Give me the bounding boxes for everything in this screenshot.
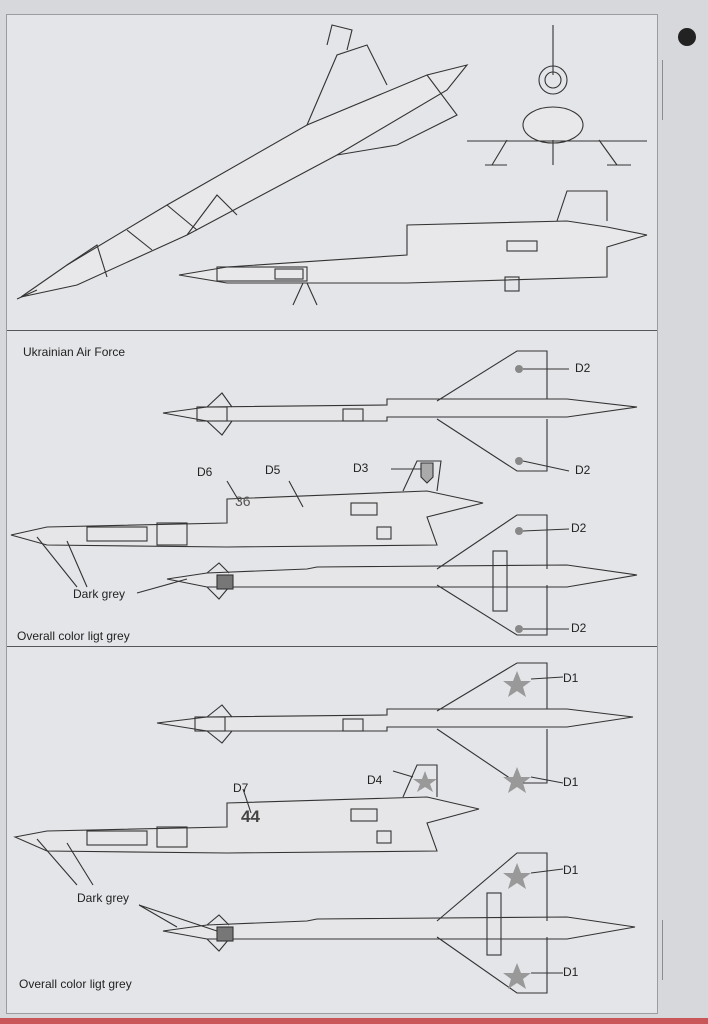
front-view	[467, 25, 647, 166]
overall-color-note: Overall color ligt grey	[19, 977, 132, 991]
decal-code-d6: D6	[197, 465, 213, 479]
top-view	[156, 662, 634, 793]
soviet-aircraft-views	[13, 662, 636, 994]
tail-number: 44	[241, 807, 260, 826]
line-drawing-panel	[7, 15, 657, 331]
side-view	[178, 190, 648, 306]
bottom-edge	[0, 1018, 708, 1024]
decal-code-d2: D2	[575, 361, 591, 375]
side-view	[13, 764, 480, 886]
decal-code-d4: D4	[367, 773, 383, 787]
top-view	[162, 350, 638, 472]
decal-code-d3: D3	[353, 461, 369, 475]
overall-color-note: Overall color ligt grey	[17, 629, 130, 643]
instruction-sheet: Ukrainian Air Force	[6, 14, 658, 1014]
decal-code-d2: D2	[571, 521, 587, 535]
side-view	[10, 460, 484, 588]
decal-code-d2: D2	[575, 463, 591, 477]
decal-code-d5: D5	[265, 463, 281, 477]
bottom-view	[136, 514, 638, 636]
tail-number: 36	[235, 493, 251, 509]
aircraft-line-drawings	[16, 24, 648, 306]
decal-code-d1: D1	[563, 671, 579, 685]
decal-code-d2: D2	[571, 621, 587, 635]
decal-code-d1: D1	[563, 863, 579, 877]
dark-grey-note: Dark grey	[73, 587, 126, 601]
bottom-view	[138, 852, 636, 994]
decal-code-d1: D1	[563, 775, 579, 789]
panel-title: Ukrainian Air Force	[23, 345, 126, 359]
ukrainian-aircraft-views	[10, 350, 638, 636]
margin-mark	[662, 920, 663, 980]
perspective-view	[16, 24, 469, 300]
dark-grey-note: Dark grey	[77, 891, 130, 905]
decal-code-d1: D1	[563, 965, 579, 979]
decal-code-d7: D7	[233, 781, 249, 795]
margin-mark	[662, 60, 663, 120]
soviet-scheme-panel: D1 D1 D7 D4 D1 D1 44 Dark grey Overall c…	[7, 647, 657, 1015]
ukrainian-scheme-panel: Ukrainian Air Force	[7, 331, 657, 647]
punch-hole	[678, 28, 696, 46]
